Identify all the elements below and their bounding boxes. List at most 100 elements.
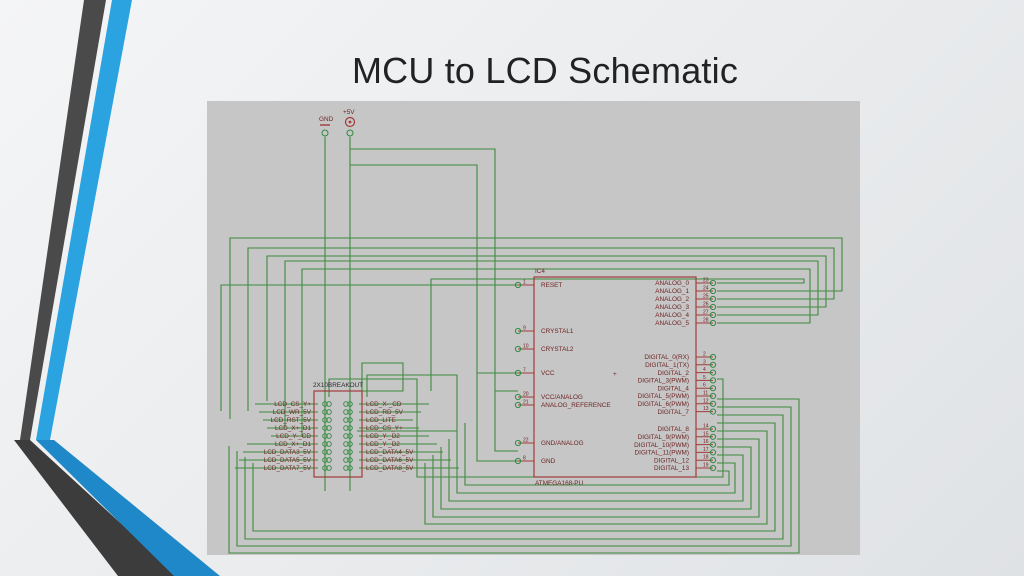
gnd-symbol: GND — [319, 116, 334, 137]
mcu-left-pin-num: 20 — [523, 392, 529, 398]
mcu-right-pin-num: 26 — [703, 302, 709, 308]
mcu-right-pin: 25 ANALOG_2 — [655, 294, 717, 303]
breakout-right-label: LCD_RD_5V — [366, 409, 404, 416]
breakout-left-label: LCD_DATA7_5V — [264, 465, 312, 472]
breakout-right-label: LCD_DATA4_5V — [366, 449, 414, 456]
breakout-pad — [347, 417, 353, 423]
mcu-right-pin-num: 19 — [703, 463, 709, 469]
mcu-right-pin-label: DIGITAL_1(TX) — [645, 362, 689, 369]
mcu-left-pin-num: 10 — [523, 344, 529, 350]
breakout-pad — [347, 449, 353, 455]
mcu-right-pin: 26 ANALOG_3 — [655, 302, 717, 311]
breakout-right-label: LCD_Y-_D2 — [366, 441, 400, 448]
breakout-name: 2X10BREAKOUT — [313, 382, 363, 389]
mcu-right-pin-num: 14 — [703, 424, 709, 430]
breakout-right-label: LCD_X-_CD — [366, 401, 402, 408]
mcu-ref: IC4 — [535, 268, 545, 275]
breakout-pad — [322, 441, 328, 447]
mcu-right-pin-num: 4 — [703, 367, 706, 373]
mcu-right-pin-label: DIGITAL_4 — [658, 385, 690, 392]
mcu-right-pin-label: DIGITAL_3(PWM) — [638, 378, 689, 385]
mcu-right-pin-label: DIGITAL_2 — [658, 370, 690, 377]
mcu-right-pin-label: ANALOG_2 — [655, 296, 689, 303]
breakout-pad — [326, 433, 332, 439]
mcu-right-pin-num: 18 — [703, 455, 709, 461]
mcu-right-pin-num: 15 — [703, 431, 709, 437]
mcu-right-pin-num: 28 — [703, 318, 709, 324]
mcu-center-mark: + — [613, 371, 617, 378]
slide-decoration — [14, 0, 220, 576]
breakout-pad — [343, 433, 349, 439]
mcu-left-pin-label: CRYSTAL2 — [541, 346, 574, 353]
breakout-pad — [326, 465, 332, 471]
breakout-pad — [347, 425, 353, 431]
mcu-right-pin-num: 12 — [703, 398, 709, 404]
breakout-left-label: LCD_RST_5V — [271, 417, 312, 424]
mcu-right-pin-label: ANALOG_0 — [655, 280, 689, 287]
breakout-right-label: LCD_LITE — [366, 417, 396, 424]
mcu-right-pin-label: ANALOG_4 — [655, 312, 689, 319]
mcu-left-pin-num: 1 — [523, 280, 526, 286]
breakout-pad — [326, 457, 332, 463]
mcu-right-pin-label: DIGITAL_0(RX) — [644, 354, 689, 361]
mcu-right-pin-num: 5 — [703, 375, 706, 381]
mcu-left-pin-num: 8 — [523, 456, 526, 462]
mcu-right-pin-num: 23 — [703, 278, 709, 284]
breakout-pad — [343, 465, 349, 471]
slide-title: MCU to LCD Schematic — [351, 50, 739, 91]
mcu-right-pin-label: DIGITAL_12 — [654, 457, 689, 464]
breakout-pad — [343, 417, 349, 423]
breakout-pad — [347, 465, 353, 471]
mcu-left-pin-label: VCC — [541, 370, 555, 377]
mcu-right-pin: 18 DIGITAL_12 — [654, 455, 717, 464]
mcu-right-pin-label: ANALOG_3 — [655, 304, 689, 311]
mcu-right-pin-label: ANALOG_5 — [655, 320, 689, 327]
mcu-right-pin-num: 25 — [703, 294, 709, 300]
breakout-pad — [326, 417, 332, 423]
breakout-pad — [322, 465, 328, 471]
breakout-pad — [322, 425, 328, 431]
breakout-pad — [347, 457, 353, 463]
breakout-left-label: LCD_DATA3_5V — [264, 449, 312, 456]
breakout-pad — [322, 401, 328, 407]
mcu-right-pin-num: 16 — [703, 439, 709, 445]
mcu-left-pin-label: CRYSTAL1 — [541, 328, 574, 335]
breakout-right-label: LCD_Y-_D2 — [366, 433, 400, 440]
mcu-left-pin-num: 9 — [523, 326, 526, 332]
breakout-pad — [322, 417, 328, 423]
mcu-left-pin-label: ANALOG_REFERENCE — [541, 402, 611, 409]
gnd-label: GND — [319, 116, 334, 123]
breakout-left-label: LCD_Y-_CD — [276, 433, 311, 440]
mcu-right-pin-num: 24 — [703, 286, 709, 292]
breakout-left-label: LCD_CS_Y+ — [274, 401, 311, 408]
mcu-left-pin-label: VCC/ANALOG — [541, 394, 583, 401]
breakout-pad — [343, 441, 349, 447]
mcu-right-pin: 24 ANALOG_1 — [655, 286, 717, 295]
breakout-right-label: LCD_DATA6_5V — [366, 457, 414, 464]
dark-wedge — [14, 440, 178, 576]
mcu-right-pin-label: DIGITAL_9(PWM) — [638, 434, 689, 441]
mcu-left-pin: 10 CRYSTAL2 — [514, 344, 574, 353]
breakout-pad — [326, 401, 332, 407]
mcu-right-pin-label: DIGITAL_5(PWM) — [638, 393, 689, 400]
breakout-header: 2X10BREAKOUT LCD_CS_Y+LCD_WR_5VLCD_RST_5… — [264, 382, 414, 478]
mcu-right-pin-label: DIGITAL_10(PWM) — [634, 442, 689, 449]
breakout-pad — [322, 449, 328, 455]
mcu-left-pin-label: RESET — [541, 282, 562, 289]
mcu-right-pin-label: ANALOG_1 — [655, 288, 689, 295]
